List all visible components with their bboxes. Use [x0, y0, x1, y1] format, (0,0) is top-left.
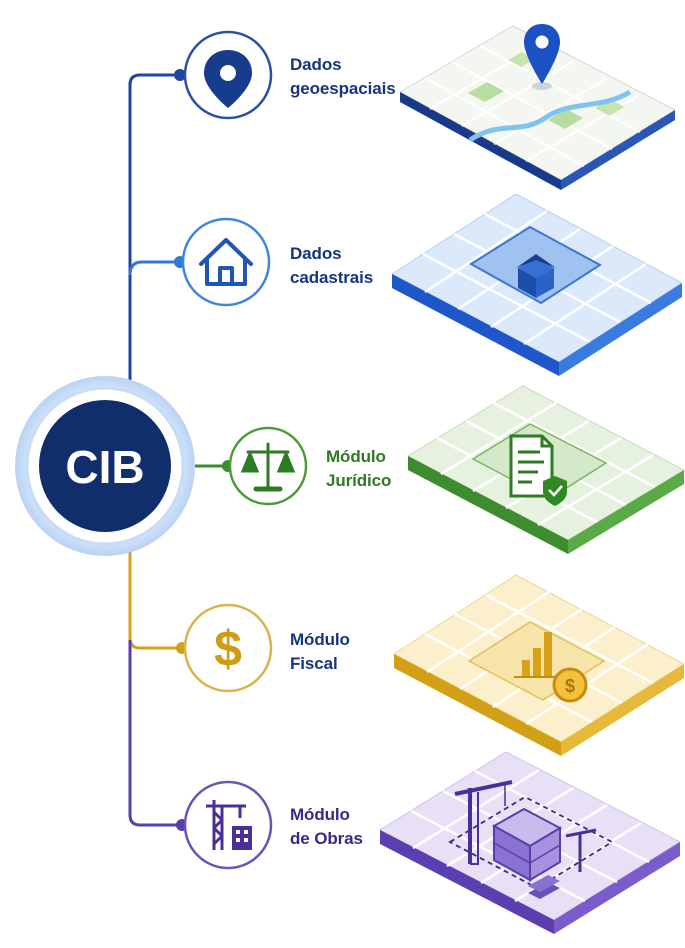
map-pin-icon — [204, 50, 252, 108]
hub-label: CIB — [65, 441, 144, 493]
label-geo: Dados geoespaciais — [290, 53, 396, 101]
fiscal-icon-badge: $ — [183, 603, 273, 693]
label-fiscal-line2: Fiscal — [290, 654, 338, 673]
obras-icon-badge — [183, 780, 273, 870]
svg-text:$: $ — [565, 676, 575, 696]
label-obras-line1: Módulo — [290, 805, 350, 824]
label-fiscal-line1: Módulo — [290, 630, 350, 649]
cib-hub: CIB — [15, 376, 195, 556]
label-juridico: Módulo Jurídico — [326, 445, 391, 493]
document-shield-icon — [509, 434, 567, 506]
bar-chart-coin-icon: $ — [514, 632, 588, 703]
obras-tile — [378, 751, 682, 934]
connector-cadastro — [128, 260, 180, 276]
map-pin-icon — [524, 24, 560, 90]
label-fiscal: Módulo Fiscal — [290, 628, 350, 676]
label-obras: Módulo de Obras — [290, 803, 363, 851]
connector-fiscal — [128, 548, 182, 650]
building-icon — [516, 254, 556, 298]
label-juridico-line2: Jurídico — [326, 471, 392, 490]
label-cadastro-line1: Dados — [290, 244, 342, 263]
label-obras-line2: de Obras — [290, 829, 363, 848]
label-geo-line2: geoespaciais — [290, 79, 396, 98]
geo-map-tile — [398, 24, 677, 190]
label-cadastro: Dados cadastrais — [290, 242, 373, 290]
label-geo-line1: Dados — [290, 55, 342, 74]
juridico-icon-badge — [228, 426, 308, 506]
juridico-tile — [406, 385, 685, 554]
geo-icon-badge — [183, 30, 273, 120]
connector-obras — [128, 640, 182, 827]
label-cadastro-line2: cadastrais — [290, 268, 374, 287]
cadastro-tile — [391, 193, 683, 376]
fiscal-tile: $ — [393, 574, 685, 756]
scales-of-justice-icon — [240, 442, 296, 492]
house-icon — [199, 238, 253, 286]
crane-building-icon — [206, 800, 252, 850]
label-juridico-line1: Módulo — [326, 447, 386, 466]
dollar-sign-icon: $ — [214, 621, 242, 677]
cadastro-icon-badge — [181, 217, 271, 307]
connector-geo — [128, 73, 180, 385]
construction-site-icon — [454, 780, 597, 899]
